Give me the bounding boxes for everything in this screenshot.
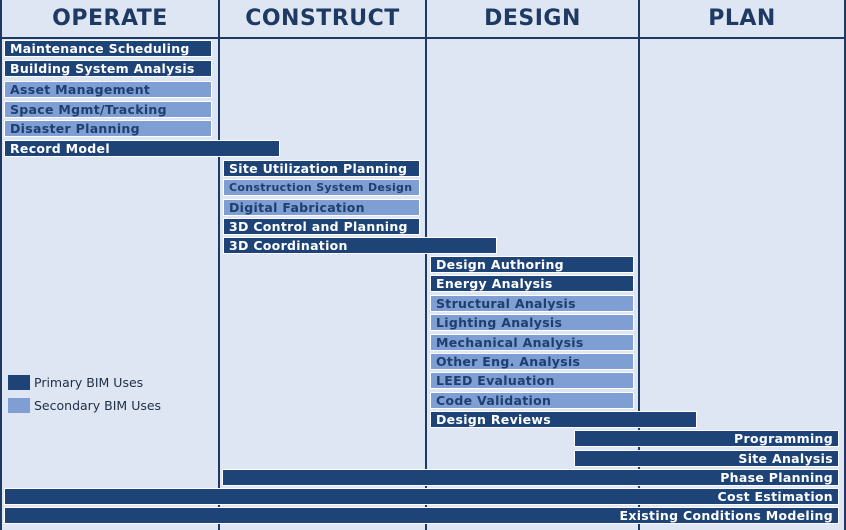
bim-use-bar: Space Mgmt/Tracking (4, 101, 212, 118)
bim-use-bar: Asset Management (4, 81, 212, 98)
phase-header-construct: CONSTRUCT (220, 0, 425, 39)
bim-use-bar: 3D Coordination (223, 237, 497, 254)
legend-label-primary: Primary BIM Uses (34, 375, 144, 390)
bim-use-bar: Lighting Analysis (430, 314, 634, 331)
phase-column-construct: CONSTRUCT (218, 0, 427, 530)
bim-use-bar: Cost Estimation (4, 488, 839, 505)
bim-use-bar: Phase Planning (222, 469, 839, 486)
phase-header-design: DESIGN (427, 0, 638, 39)
bim-use-bar: Other Eng. Analysis (430, 353, 634, 370)
bim-use-bar: Energy Analysis (430, 275, 634, 292)
bim-use-bar: Record Model (4, 140, 280, 157)
phase-header-operate: OPERATE (2, 0, 218, 39)
bim-use-bar: Programming (574, 430, 839, 447)
legend-swatch-secondary (8, 398, 30, 413)
legend-item-secondary: Secondary BIM Uses (8, 398, 161, 413)
bim-use-bar: Disaster Planning (4, 120, 212, 137)
bim-use-bar: Design Reviews (430, 411, 697, 428)
bim-use-bar: 3D Control and Planning (223, 218, 420, 235)
bim-use-bar: Maintenance Scheduling (4, 40, 212, 57)
legend-item-primary: Primary BIM Uses (8, 375, 143, 390)
bim-use-bar: Site Utilization Planning (223, 160, 420, 177)
bim-use-bar: Mechanical Analysis (430, 334, 634, 351)
bim-use-bar: Design Authoring (430, 256, 634, 273)
bim-use-bar: Site Analysis (574, 450, 839, 467)
phase-column-operate: OPERATE (0, 0, 220, 530)
legend-label-secondary: Secondary BIM Uses (34, 398, 162, 413)
bim-use-bar: Code Validation (430, 392, 634, 409)
legend-swatch-primary (8, 375, 30, 390)
bim-use-bar: LEED Evaluation (430, 372, 634, 389)
phase-header-plan: PLAN (640, 0, 844, 39)
bim-use-bar: Construction System Design (223, 179, 420, 196)
bim-use-bar: Digital Fabrication (223, 199, 420, 216)
bim-use-bar: Building System Analysis (4, 60, 212, 77)
bim-use-bar: Structural Analysis (430, 295, 634, 312)
bim-use-bar: Existing Conditions Modeling (4, 507, 839, 524)
